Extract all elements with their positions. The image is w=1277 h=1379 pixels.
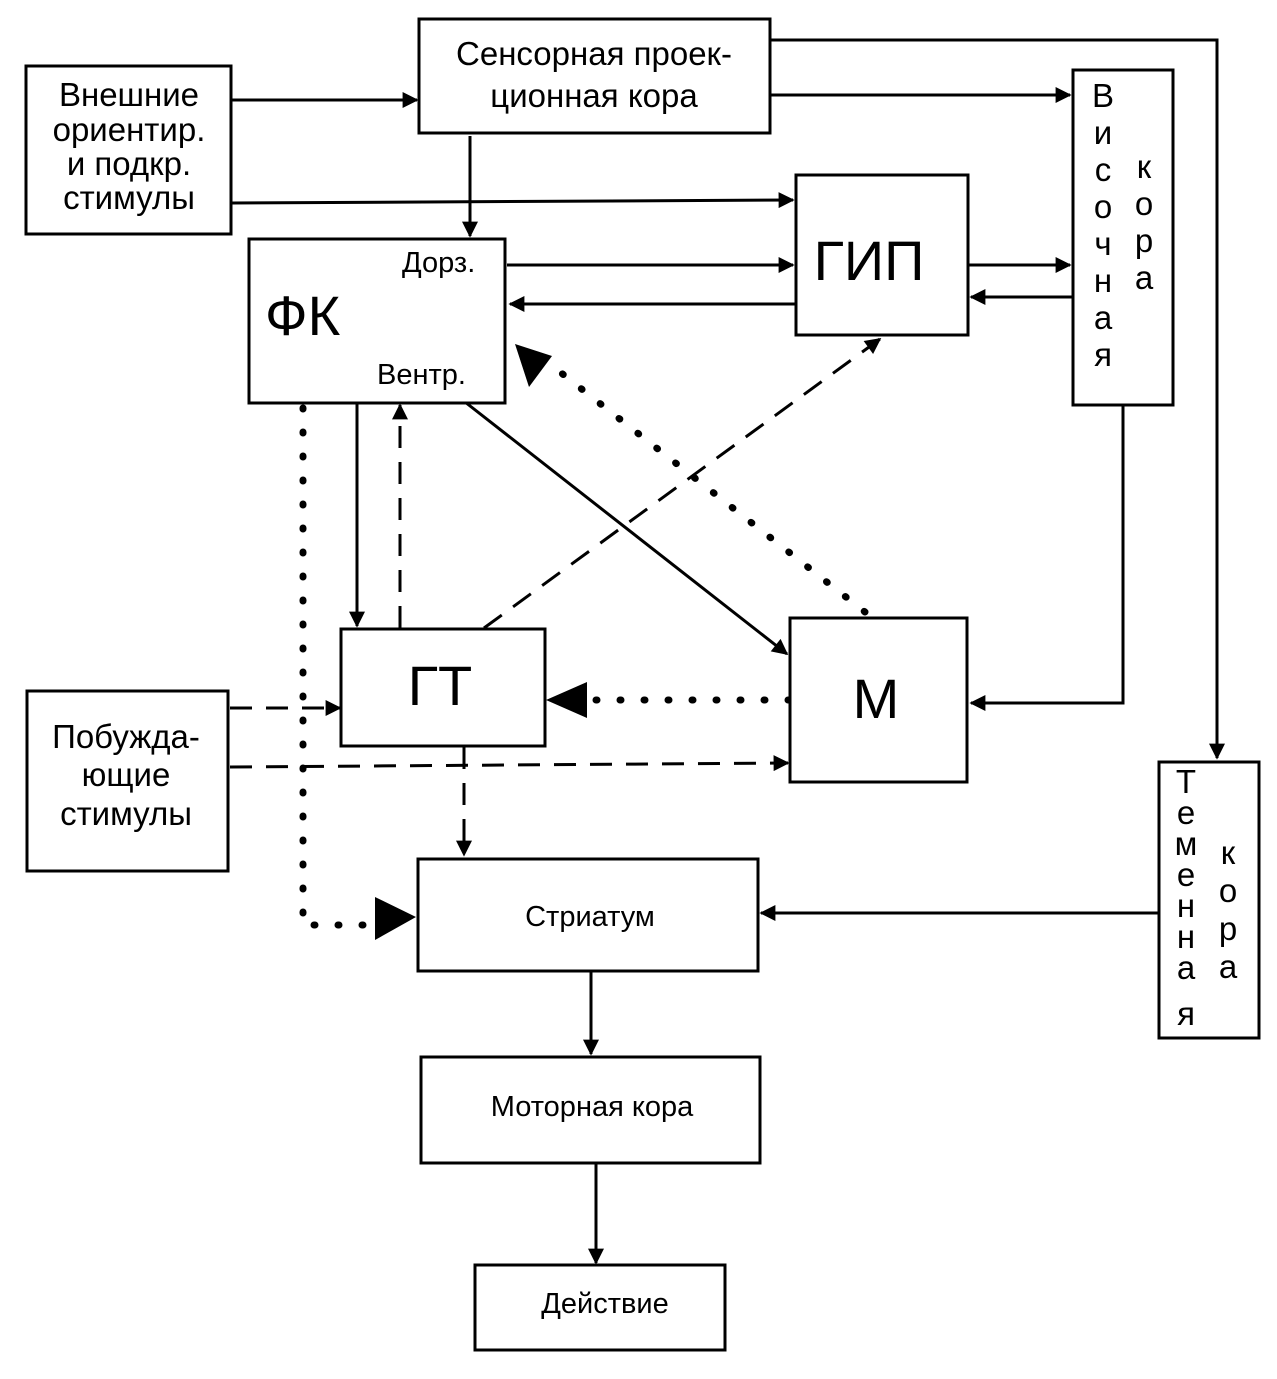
arrowhead-fk-to-striatum — [375, 897, 416, 940]
vertical-letter: р — [1219, 910, 1237, 947]
node-m-label: М — [853, 667, 900, 730]
edge-temporal-to-m — [969, 405, 1125, 711]
node-action: Действие — [473, 1263, 727, 1352]
vertical-letter: е — [1177, 794, 1195, 831]
vertical-letter: к — [1137, 148, 1152, 185]
node-motor-cortex-label: Моторная кора — [491, 1091, 694, 1123]
node-m: М — [788, 616, 969, 784]
node-label: стимулы — [63, 179, 195, 216]
node-action-label: Действие — [541, 1288, 668, 1320]
vertical-letter: н — [1177, 887, 1195, 924]
node-sensory-cortex: Сенсорная проек- ционная кора — [417, 17, 772, 135]
node-label: Побужда- — [52, 718, 200, 755]
vertical-letter: с — [1095, 151, 1112, 188]
node-label: и подкр. — [67, 145, 191, 182]
node-fk: ФК Дорз. Вентр. — [247, 237, 507, 405]
node-label: ционная кора — [490, 77, 698, 114]
vertical-letter: а — [1094, 299, 1113, 336]
node-fk-label: ФК — [265, 284, 341, 347]
edge-external-to-gip — [231, 192, 795, 209]
vertical-letter: о — [1135, 185, 1153, 222]
vertical-letter: р — [1135, 222, 1153, 259]
edge-fk-to-m — [464, 400, 789, 656]
node-label: Внешние — [59, 76, 199, 113]
node-motor-cortex: Моторная кора — [419, 1055, 762, 1165]
vertical-letter: м — [1175, 825, 1198, 862]
node-parietal-cortex: Т е м е н н а я к о р а — [1157, 760, 1261, 1040]
node-label: стимулы — [60, 795, 192, 832]
node-striatum: Стриатум — [416, 857, 760, 973]
node-motivating-stimuli: Побужда- ющие стимулы — [25, 689, 230, 873]
arrowhead-m-to-gt — [546, 682, 587, 718]
node-fk-ventral-label: Вентр. — [377, 359, 466, 391]
vertical-letter: ч — [1094, 225, 1111, 262]
vertical-letter: н — [1177, 918, 1195, 955]
edge-sensory-to-parietal — [770, 38, 1225, 760]
node-label: Сенсорная проек- — [456, 35, 732, 72]
vertical-letter: о — [1094, 188, 1112, 225]
vertical-letter: я — [1177, 995, 1195, 1032]
edge-m-to-fk — [556, 368, 869, 616]
node-striatum-label: Стриатум — [525, 901, 655, 933]
arrowhead-m-to-fk — [515, 344, 552, 387]
vertical-letter: о — [1219, 872, 1237, 909]
vertical-letter: а — [1219, 948, 1238, 985]
vertical-letter: а — [1177, 949, 1196, 986]
node-label: ющие — [82, 756, 171, 793]
node-temporal-cortex: В и с о ч н а я к о р а — [1071, 68, 1175, 407]
vertical-letter: к — [1221, 834, 1236, 871]
vertical-letter: В — [1092, 77, 1114, 114]
node-gt-label: ГТ — [408, 654, 473, 717]
node-fk-dorsal-label: Дорз. — [402, 247, 475, 279]
vertical-letter: я — [1094, 336, 1112, 373]
edge-fk-to-striatum — [299, 404, 376, 929]
vertical-letter: е — [1177, 856, 1195, 893]
node-gip: ГИП — [794, 173, 970, 337]
vertical-letter: Т — [1176, 763, 1196, 800]
node-label: ориентир. — [53, 111, 206, 148]
vertical-letter: и — [1094, 114, 1112, 151]
edge-motivating-to-m — [229, 755, 790, 772]
node-gt: ГТ — [339, 627, 547, 748]
vertical-letter: а — [1135, 259, 1154, 296]
node-external-stimuli: Внешние ориентир. и подкр. стимулы — [24, 64, 233, 236]
vertical-letter: н — [1094, 262, 1112, 299]
connections — [229, 38, 1225, 1265]
edge-gt-to-gip — [483, 337, 882, 630]
node-gip-label: ГИП — [814, 229, 925, 292]
